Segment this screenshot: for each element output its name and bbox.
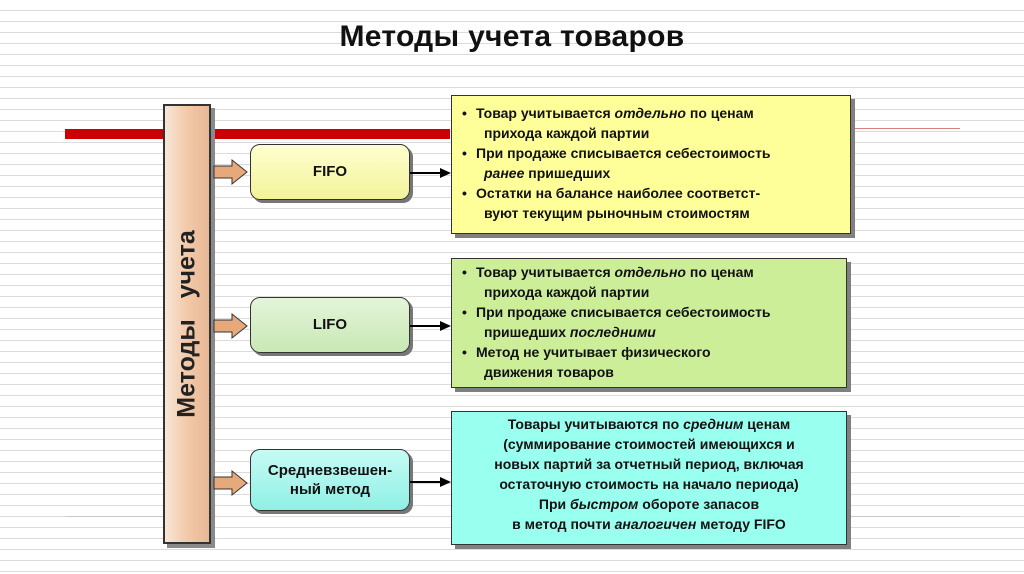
lifo-bullet-1-cont: прихода каждой партии bbox=[484, 284, 650, 300]
arrow-right-icon bbox=[410, 477, 451, 487]
lifo-bullet-2: При продаже списывается себестоимость bbox=[458, 302, 840, 322]
average-description-box: Товары учитываются по средним ценам (сум… bbox=[451, 411, 847, 545]
fat-arrow-right-icon bbox=[213, 312, 248, 340]
lifo-bullet-2-cont: пришедших последними bbox=[484, 324, 656, 340]
method-lifo-box: LIFO bbox=[250, 297, 410, 353]
lifo-bullet-1: Товар учитывается отдельно по ценам bbox=[458, 262, 840, 282]
gray-rule-left bbox=[65, 516, 165, 517]
lifo-bullet-3: Метод не учитывает физического bbox=[458, 342, 840, 362]
average-line-6: в метод почти аналогичен методу FIFO bbox=[512, 516, 786, 532]
lifo-description-box: Товар учитывается отдельно по ценам прих… bbox=[451, 258, 847, 388]
vertical-label: Методы учета bbox=[172, 230, 201, 418]
slide-title: Методы учета товаров bbox=[339, 20, 685, 53]
lifo-bullet-3-cont: движения товаров bbox=[484, 364, 614, 380]
fifo-bullet-2: При продаже списывается себестоимость bbox=[458, 143, 844, 163]
method-average-label-line1: Средневзвешен- bbox=[267, 461, 393, 479]
method-fifo-box: FIFO bbox=[250, 144, 410, 200]
red-divider-thin bbox=[850, 128, 960, 129]
fifo-description-box: Товар учитывается отдельно по ценам прих… bbox=[451, 95, 851, 234]
average-line-3: новых партий за отчетный период, включая bbox=[494, 456, 804, 472]
average-line-2: (суммирование стоимостей имеющихся и bbox=[503, 436, 795, 452]
gray-rule-right bbox=[850, 516, 960, 517]
average-line-4: остаточную стоимость на начало периода) bbox=[499, 476, 799, 492]
fifo-bullet-1-cont: прихода каждой партии bbox=[484, 125, 650, 141]
fifo-bullet-3: Остатки на балансе наиболее соответст- bbox=[458, 183, 844, 203]
average-line-1: Товары учитываются по средним ценам bbox=[507, 416, 791, 432]
fifo-bullet-3-cont: вуют текущим рыночным стоимостям bbox=[484, 205, 750, 221]
fifo-bullet-2-cont: ранее пришедших bbox=[484, 165, 611, 181]
arrow-right-icon bbox=[410, 321, 451, 331]
red-divider-bar bbox=[65, 129, 450, 139]
methods-vertical-bar: Методы учета bbox=[163, 104, 211, 544]
method-fifo-label: FIFO bbox=[312, 163, 348, 181]
fifo-bullet-1: Товар учитывается отдельно по ценам bbox=[458, 103, 844, 123]
average-line-5: При быстром обороте запасов bbox=[538, 496, 760, 512]
method-average-box: Средневзвешен- ный метод bbox=[250, 449, 410, 511]
method-lifo-label: LIFO bbox=[312, 316, 348, 334]
method-average-label-line2: ный метод bbox=[289, 481, 371, 498]
arrow-right-icon bbox=[410, 168, 451, 178]
fat-arrow-right-icon bbox=[213, 158, 248, 186]
fat-arrow-right-icon bbox=[213, 469, 248, 497]
